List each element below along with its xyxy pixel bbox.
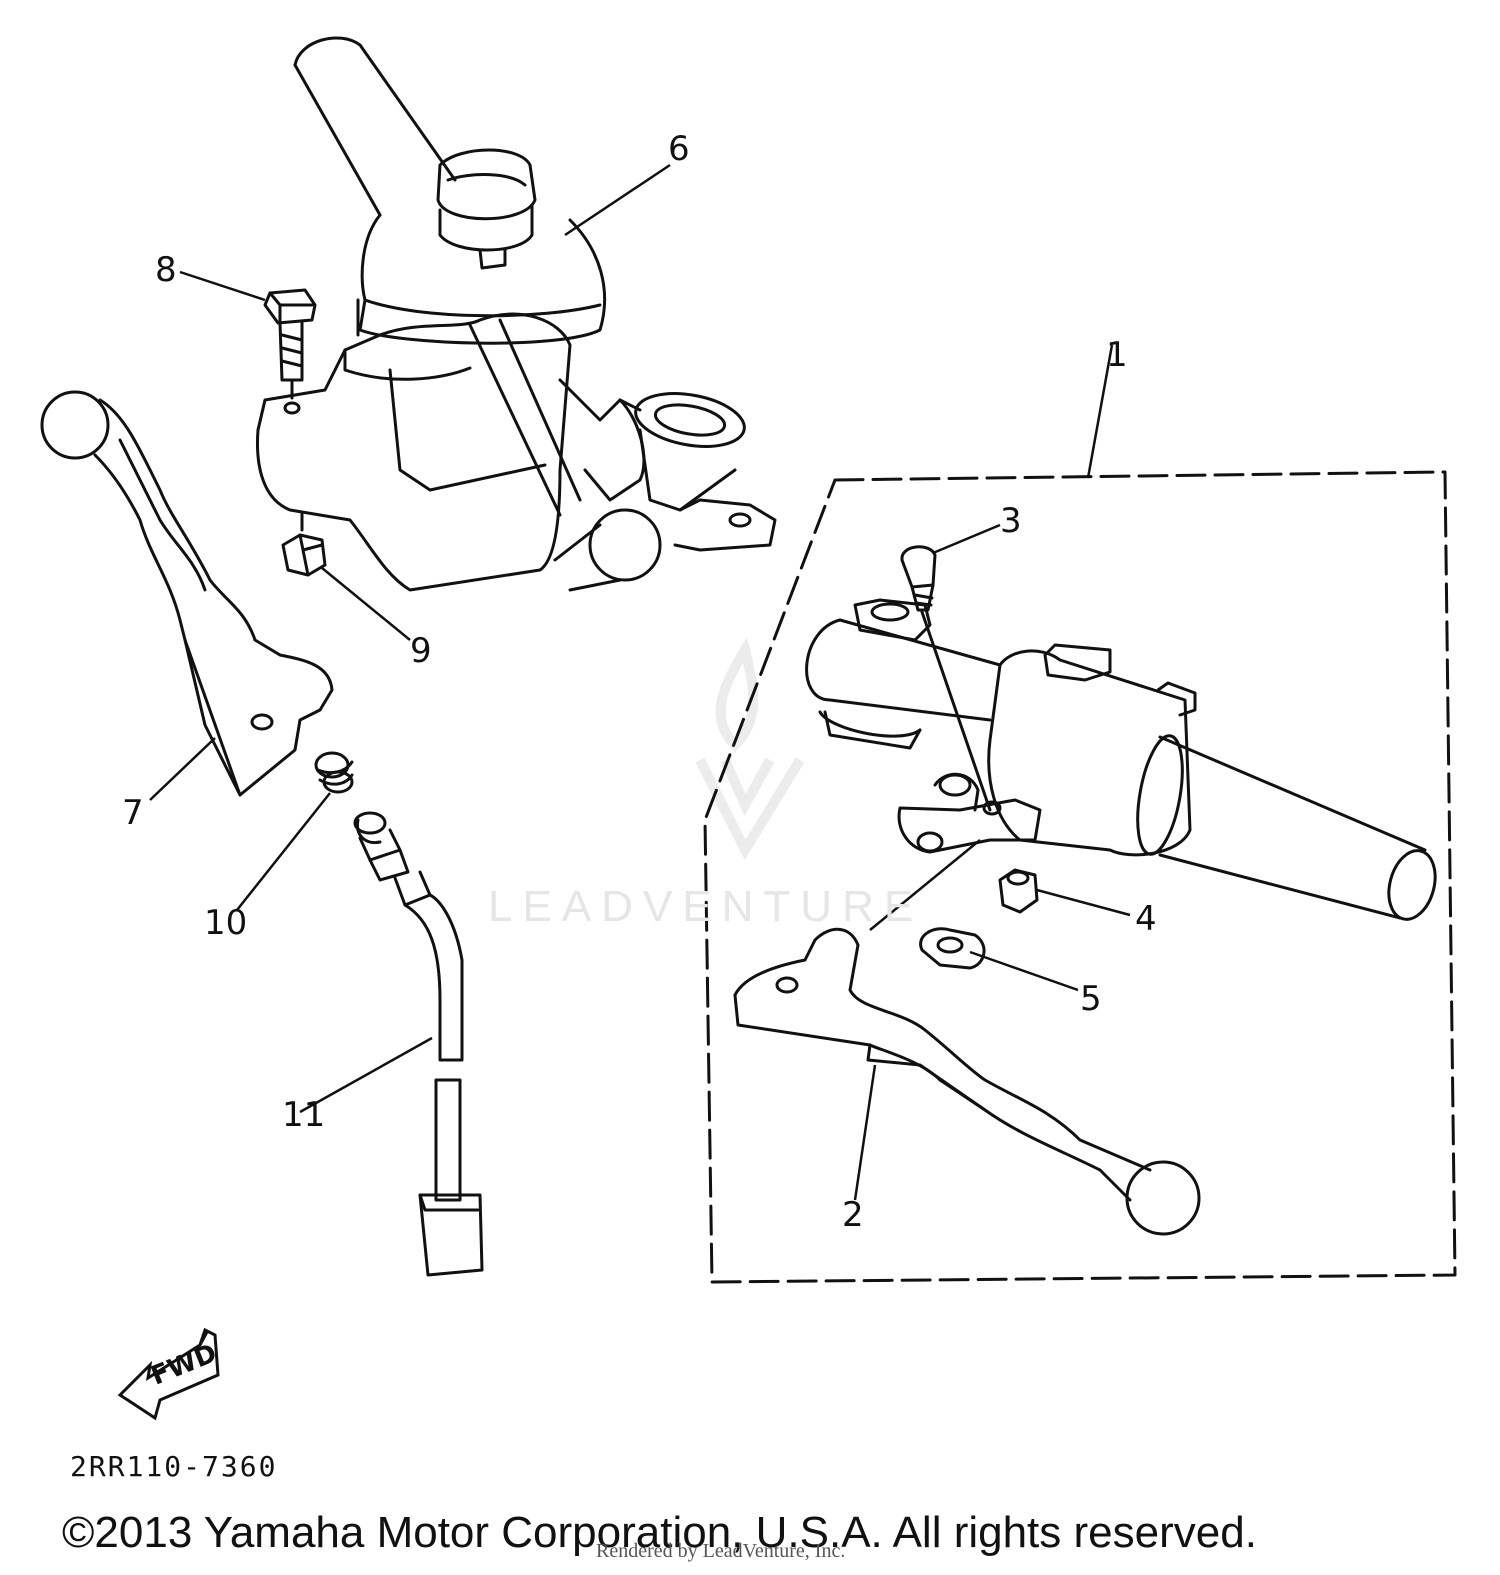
- watermark-logo: [695, 637, 805, 861]
- part-label-5: 5: [1080, 979, 1102, 1019]
- part-label-4: 4: [1135, 899, 1157, 939]
- nut-part-9: [281, 510, 327, 577]
- part-label-7: 7: [122, 793, 144, 833]
- part-label-11: 11: [282, 1095, 326, 1135]
- nut-part-4: [998, 868, 1039, 914]
- washer-part-5: [919, 927, 986, 970]
- rendered-by-notice: Rendered by LeadVenture, Inc.: [596, 1540, 846, 1562]
- brake-switch-part-11: [353, 811, 484, 1277]
- bolt-part-8: [263, 288, 317, 400]
- part-label-9: 9: [410, 631, 432, 671]
- part-label-3: 3: [1000, 501, 1022, 541]
- part-label-1: 1: [1106, 335, 1128, 375]
- lever-part-2: [733, 927, 1201, 1236]
- part-label-10: 10: [204, 903, 248, 943]
- lever-holder-assembly: [805, 598, 1437, 921]
- diagram-code: 2RR110-7360: [70, 1450, 278, 1483]
- screw-part-3: [900, 545, 992, 812]
- spring-part-10: [314, 751, 354, 794]
- part-label-8: 8: [155, 250, 177, 290]
- part-label-6: 6: [668, 129, 690, 169]
- part-label-2: 2: [842, 1195, 864, 1235]
- master-cylinder-part-6: [255, 36, 777, 592]
- copyright-notice: ©2013 Yamaha Motor Corporation, U.S.A. A…: [62, 1508, 1257, 1557]
- assembly-outline-part-1: [703, 470, 1457, 1284]
- leader-lines: [149, 163, 1131, 1201]
- lever-part-7: [40, 390, 334, 797]
- watermark-text: LEADVENTURE: [488, 882, 924, 931]
- forward-arrow-icon: [117, 1327, 220, 1421]
